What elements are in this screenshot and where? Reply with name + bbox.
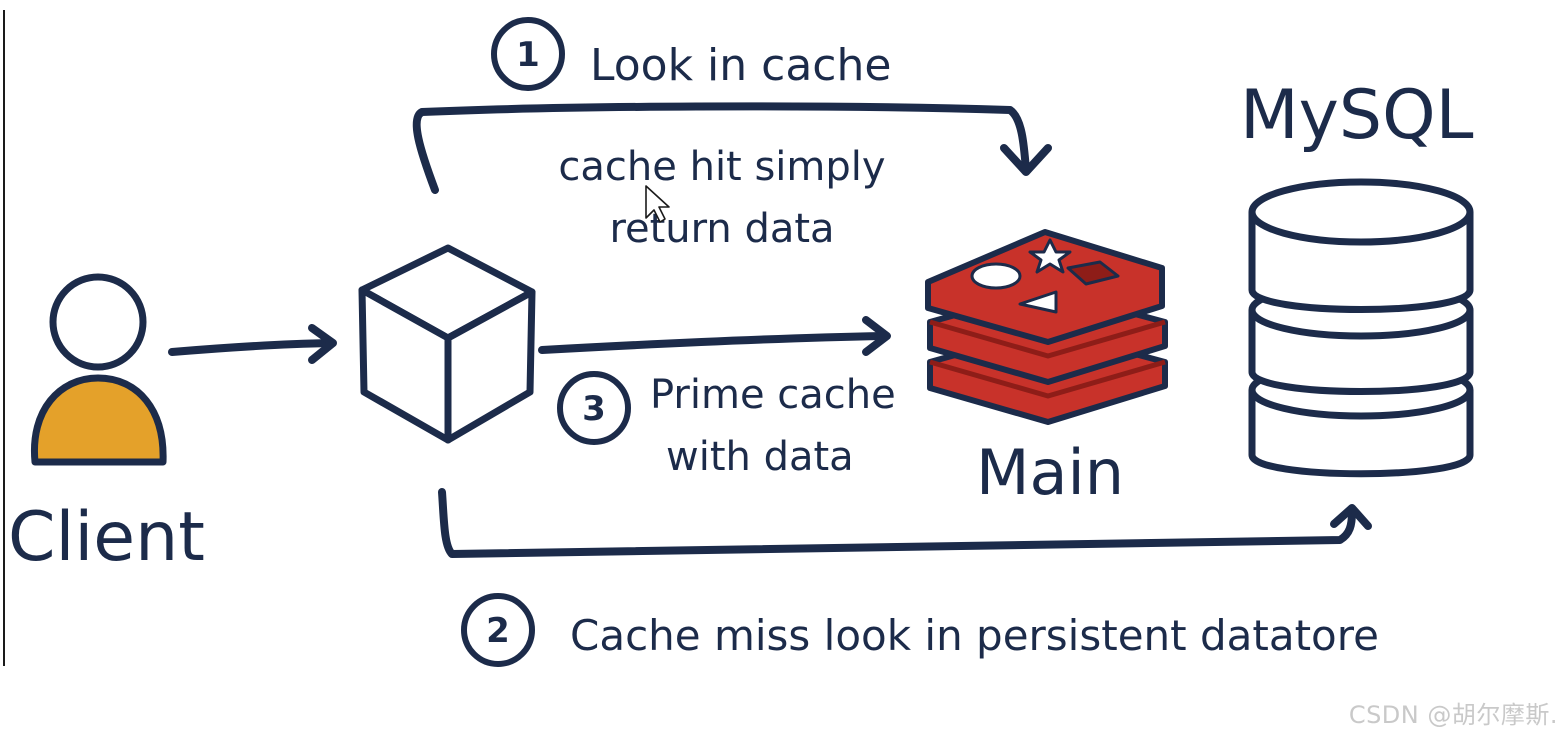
arrow-client-to-app	[168, 324, 337, 364]
client-head	[49, 273, 147, 371]
cache-hit-note-line1: cache hit simply	[558, 144, 885, 190]
redis-cache-icon	[925, 229, 1168, 425]
arrow-look-in-cache	[412, 102, 1052, 194]
step2-label: Cache miss look in persistent datatore	[570, 611, 1379, 660]
csdn-watermark: CSDN @胡尔摩斯.	[1348, 701, 1558, 729]
step3-badge: 3	[557, 371, 631, 445]
step3-label-line1: Prime cache	[650, 372, 896, 418]
mysql-database-icon	[1248, 178, 1474, 478]
main-label: Main	[976, 436, 1124, 509]
client-figure	[30, 273, 167, 466]
client-label: Client	[8, 498, 205, 577]
mysql-label: MySQL	[1240, 76, 1474, 155]
step2-badge: 2	[461, 593, 535, 667]
mouse-cursor-icon	[645, 185, 670, 223]
step3-label-line2: with data	[666, 434, 854, 480]
cache-hit-note-line2: return data	[609, 206, 834, 252]
step2-number: 2	[486, 611, 510, 651]
step1-number: 1	[516, 35, 540, 75]
app-server-cube	[358, 244, 536, 444]
step3-number: 3	[582, 389, 606, 429]
step1-label: Look in cache	[590, 40, 891, 91]
left-border-line	[3, 10, 5, 666]
client-body	[30, 374, 167, 466]
arrow-cache-miss	[438, 488, 1372, 558]
step1-badge: 1	[491, 17, 565, 91]
arrow-prime-cache	[538, 316, 891, 356]
